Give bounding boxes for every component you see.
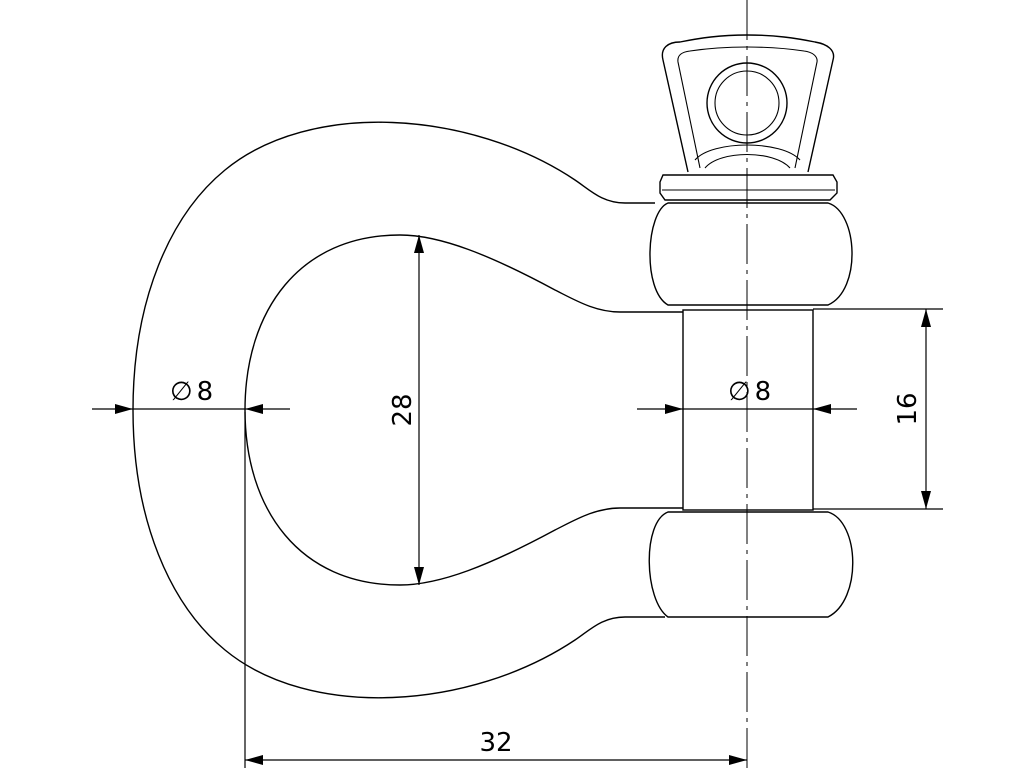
dimension-inner-height: 28 <box>388 235 424 585</box>
inner-width-value: 32 <box>479 728 512 758</box>
dimension-pin-length: 16 <box>813 308 943 510</box>
pin-eye-bridge <box>694 144 801 161</box>
pin-eye-hole-inner <box>714 70 780 136</box>
pin-length-value: 16 <box>893 392 923 425</box>
bow-outer-outline <box>132 121 665 699</box>
pin-eye-bridge-2 <box>704 154 791 169</box>
svg-text:∅8: ∅8 <box>170 377 213 407</box>
dimension-pin-diameter: ∅8 <box>637 377 857 414</box>
upper-collar <box>649 202 853 306</box>
inner-height-value: 28 <box>388 393 418 426</box>
diameter-symbol: ∅ <box>170 377 193 407</box>
pin-head-base <box>659 174 838 201</box>
pin-diameter-value: 8 <box>755 377 772 407</box>
dimension-body-diameter: ∅8 <box>92 377 290 414</box>
svg-text:∅8: ∅8 <box>728 377 771 407</box>
pin-eye-hole-outer <box>706 62 788 144</box>
dimension-inner-width: 32 <box>244 412 747 768</box>
body-diameter-value: 8 <box>197 377 214 407</box>
diameter-symbol: ∅ <box>728 377 751 407</box>
pin-eye-outer <box>661 34 835 173</box>
lower-collar <box>648 511 854 618</box>
pin-eye-inner <box>677 46 818 169</box>
pin-shaft <box>682 309 814 511</box>
bow-inner-outline <box>244 234 683 586</box>
